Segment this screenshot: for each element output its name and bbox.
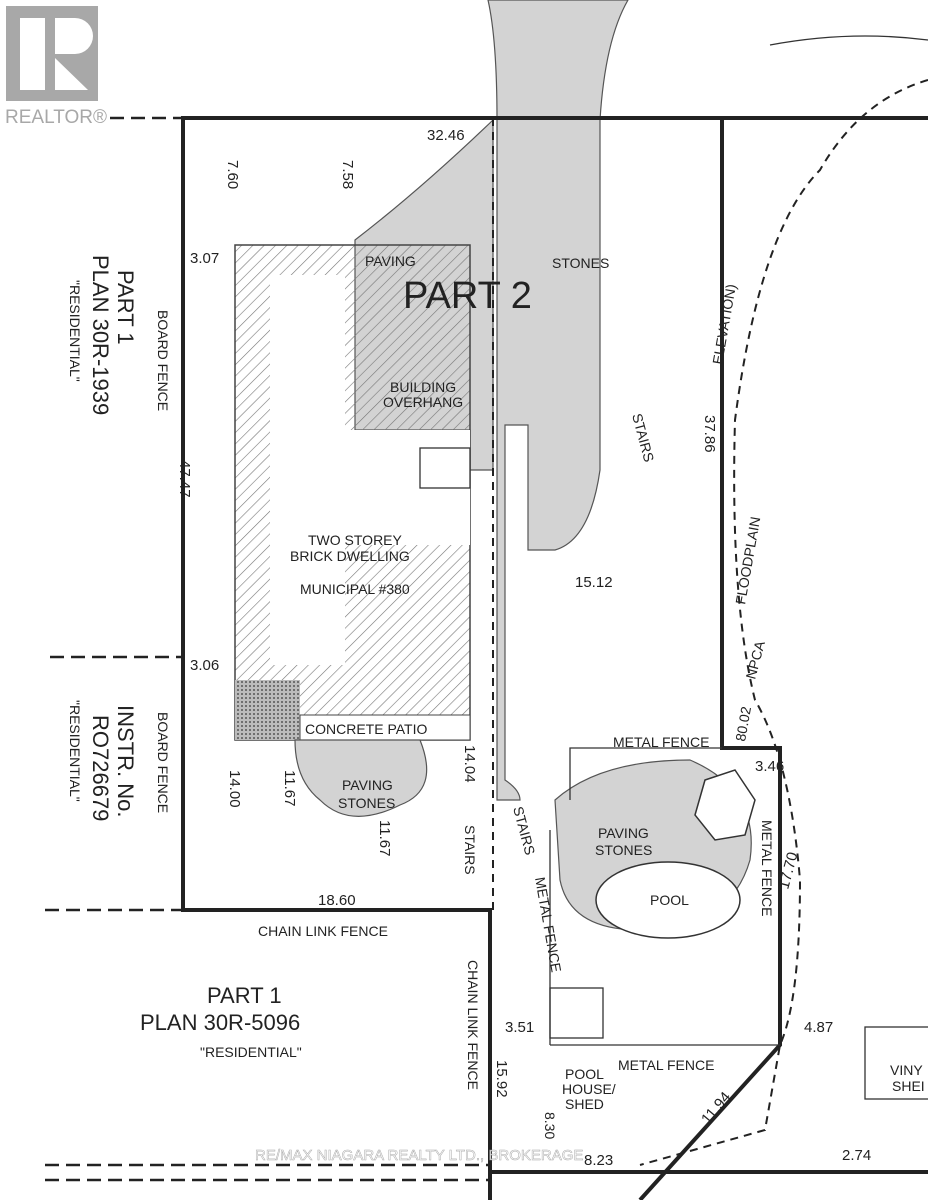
label-paving: PAVING bbox=[365, 253, 416, 269]
dim-setback: 7.60 bbox=[224, 160, 241, 189]
realtor-logo-text: REALTOR® bbox=[5, 107, 107, 128]
dim-diagonal: 11.94 bbox=[698, 1089, 734, 1128]
label-metal-fence: METAL FENCE bbox=[618, 1057, 714, 1073]
label-metal-fence: METAL FENCE bbox=[759, 820, 775, 916]
label-stairs: STAIRS bbox=[629, 412, 657, 464]
pool-house-shed bbox=[549, 987, 604, 1039]
label-stones: STONES bbox=[595, 842, 652, 858]
label-building-overhang: OVERHANG bbox=[383, 394, 463, 410]
dim-npca: 80.02 bbox=[732, 705, 754, 742]
label-adjacent-plan: PLAN 30R-1939 bbox=[88, 255, 113, 415]
dim-top-frontage: 32.46 bbox=[427, 127, 465, 144]
label-vinyl-shed: VINY bbox=[890, 1062, 923, 1078]
dim-shed: 2.74 bbox=[842, 1147, 871, 1164]
label-adjacent-part: PART 1 bbox=[113, 270, 138, 345]
dim-shed: 8.30 bbox=[542, 1112, 558, 1139]
label-residential: "RESIDENTIAL" bbox=[67, 280, 83, 382]
dim-shed: 4.87 bbox=[804, 1019, 833, 1036]
plan-labels: 32.46 7.60 7.58 3.07 PAVING STONES PART … bbox=[67, 127, 925, 1169]
dim-right: 37.86 bbox=[701, 415, 718, 453]
label-instrument: INSTR. No. bbox=[113, 705, 138, 817]
label-adjacent-plan: PLAN 30R-5096 bbox=[140, 1010, 300, 1035]
brokerage-watermark: RE/MAX NIAGARA REALTY LTD., BROKERAGE bbox=[255, 1147, 583, 1164]
dim-side: 14.04 bbox=[461, 745, 478, 783]
label-chain-link-fence: CHAIN LINK FENCE bbox=[258, 923, 388, 939]
dwelling-inner bbox=[270, 275, 345, 665]
label-residential: "RESIDENTIAL" bbox=[200, 1044, 302, 1060]
pool bbox=[595, 861, 741, 939]
label-paving: PAVING bbox=[598, 825, 649, 841]
dim-rear: 15.92 bbox=[493, 1060, 510, 1098]
dim-setback: 7.58 bbox=[339, 160, 356, 189]
dim-fence: 3.46 bbox=[755, 758, 784, 775]
label-pool-house: SHED bbox=[565, 1096, 604, 1112]
dim-rear: 15.12 bbox=[575, 574, 613, 591]
label-stones: STONES bbox=[552, 255, 609, 271]
label-chain-link-fence: CHAIN LINK FENCE bbox=[465, 960, 481, 1090]
label-concrete-patio: CONCRETE PATIO bbox=[305, 721, 427, 737]
label-stairs: STAIRS bbox=[462, 825, 478, 875]
label-vinyl-shed: SHEI bbox=[892, 1078, 925, 1094]
label-metal-fence: METAL FENCE bbox=[532, 876, 565, 974]
label-stairs: STAIRS bbox=[510, 805, 538, 857]
label-part-2: PART 2 bbox=[403, 275, 532, 317]
label-dwelling: TWO STOREY bbox=[308, 532, 403, 548]
label-residential: "RESIDENTIAL" bbox=[67, 700, 83, 802]
label-paving: PAVING bbox=[342, 777, 393, 793]
realtor-logo: REALTOR® bbox=[5, 6, 107, 128]
dim-rear: 18.60 bbox=[318, 892, 356, 909]
label-pool-house: POOL bbox=[565, 1066, 604, 1082]
dim-side: 11.67 bbox=[281, 770, 298, 806]
label-stones: STONES bbox=[338, 795, 395, 811]
label-dwelling: BRICK DWELLING bbox=[290, 548, 410, 564]
label-pool-house: HOUSE/ bbox=[562, 1081, 616, 1097]
property-boundaries bbox=[45, 35, 928, 1200]
label-municipal-number: MUNICIPAL #380 bbox=[300, 581, 410, 597]
label-board-fence: BOARD FENCE bbox=[155, 712, 171, 813]
hot-tub bbox=[694, 769, 756, 841]
dim-side: 3.06 bbox=[190, 657, 219, 674]
label-npca: NPCA bbox=[742, 638, 768, 680]
label-elevation: ELEVATION) bbox=[709, 283, 739, 366]
dim-side: 11.67 bbox=[376, 820, 393, 856]
label-board-fence: BOARD FENCE bbox=[155, 310, 171, 411]
vinyl-shed bbox=[864, 1026, 928, 1100]
label-adjacent-part: PART 1 bbox=[207, 983, 282, 1008]
dim-fence: 3.51 bbox=[505, 1019, 534, 1036]
patio-dotted bbox=[235, 680, 300, 740]
driveway-paving bbox=[487, 0, 629, 801]
dim-side: 3.07 bbox=[190, 250, 219, 267]
dim-side: 47.47 bbox=[176, 460, 193, 498]
dim-rear: 8.23 bbox=[584, 1152, 613, 1169]
label-building-overhang: BUILDING bbox=[390, 379, 456, 395]
label-instrument-number: RO726679 bbox=[88, 715, 113, 821]
label-metal-fence: METAL FENCE bbox=[613, 734, 709, 750]
label-pool: POOL bbox=[650, 892, 689, 908]
paving-stones-patio bbox=[294, 739, 428, 817]
concrete-patio bbox=[299, 714, 471, 741]
chimney bbox=[419, 447, 471, 489]
dim-side: 14.00 bbox=[226, 770, 243, 808]
